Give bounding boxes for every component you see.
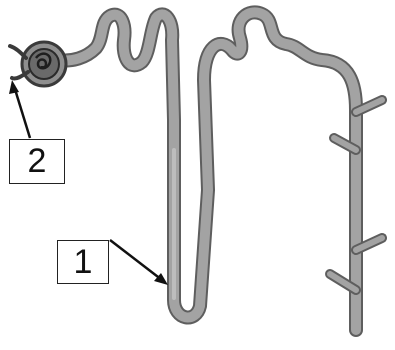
arrow-2-line bbox=[14, 86, 30, 138]
label-1-text: 1 bbox=[74, 243, 93, 282]
arrow-1-line bbox=[110, 240, 162, 280]
label-2-text: 2 bbox=[28, 142, 47, 181]
afferent-arteriole bbox=[10, 46, 26, 58]
label-1: 1 bbox=[57, 240, 109, 284]
glomerulus-icon bbox=[10, 42, 66, 86]
label-2: 2 bbox=[9, 139, 65, 184]
arrow-2-head bbox=[9, 80, 19, 94]
